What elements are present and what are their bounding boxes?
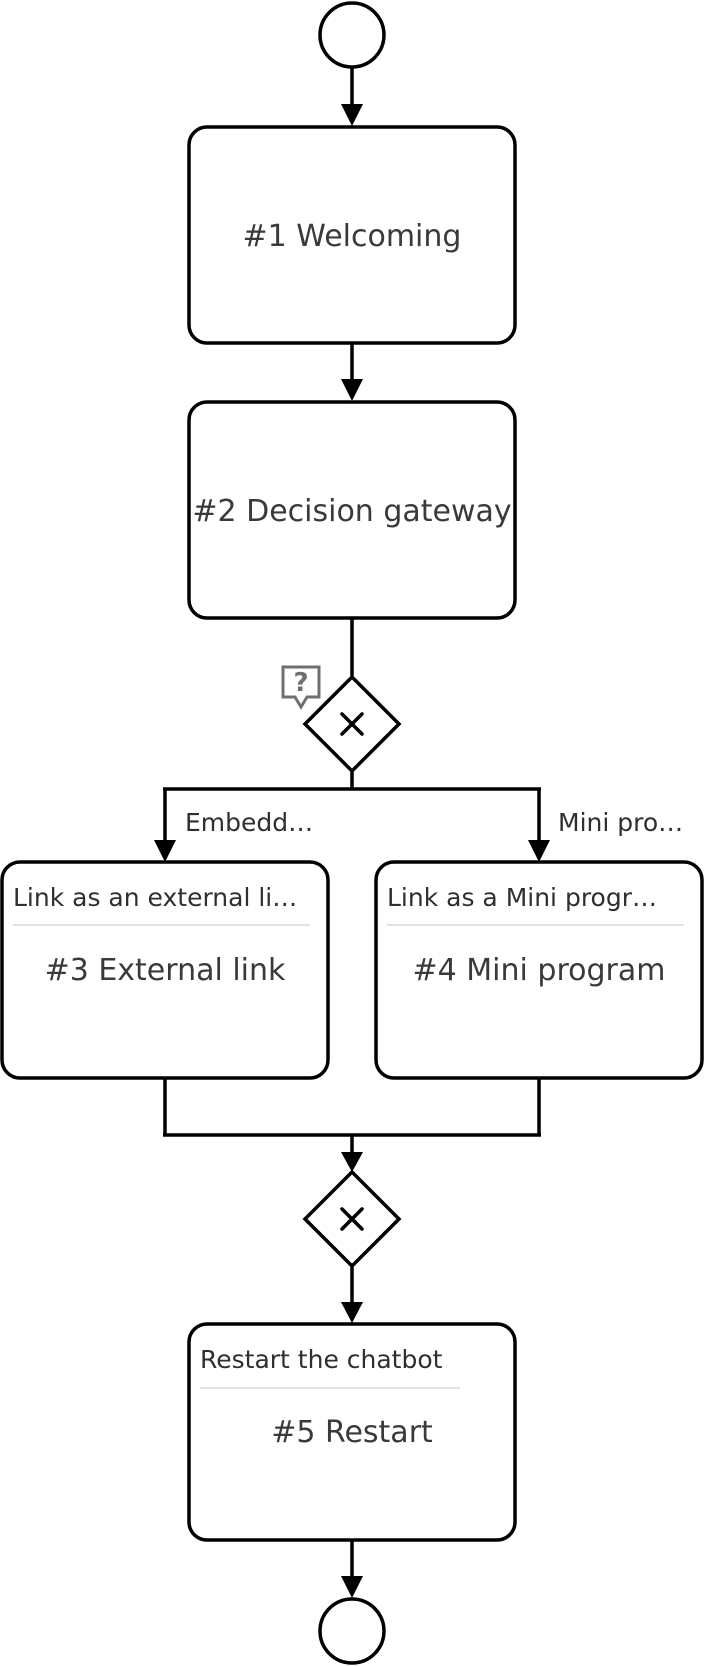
task-subtitle: Link as a Mini progr… [387, 883, 657, 912]
arrowhead [341, 379, 363, 401]
question-bubble-icon[interactable]: ? [281, 665, 321, 710]
task-mini-program[interactable]: Link as a Mini progr… #4 Mini program [374, 860, 704, 1080]
task-welcoming[interactable]: #1 Welcoming [187, 125, 517, 345]
arrowhead [341, 1302, 363, 1323]
question-mark: ? [293, 668, 308, 698]
task-subtitle: Link as an external li… [13, 883, 297, 912]
edge-label-embedded: Embedd… [185, 808, 313, 837]
merge-gateway[interactable] [302, 1169, 402, 1269]
start-event[interactable] [318, 1, 386, 69]
task-title: #4 Mini program [413, 953, 666, 988]
task-decision-gateway[interactable]: #2 Decision gateway [187, 400, 517, 620]
arrowhead [528, 840, 550, 862]
task-restart[interactable]: Restart the chatbot #5 Restart [187, 1322, 517, 1542]
task-title: #2 Decision gateway [192, 494, 511, 529]
task-external-link[interactable]: Link as an external li… #3 External link [0, 860, 330, 1080]
task-title: #5 Restart [271, 1415, 433, 1450]
task-subtitle: Restart the chatbot [200, 1345, 443, 1374]
arrowhead [341, 1152, 363, 1172]
task-title: #1 Welcoming [243, 219, 462, 254]
bubble-frame [281, 665, 321, 710]
arrowhead [341, 104, 363, 126]
arrowhead [154, 840, 176, 862]
exclusive-x-icon [340, 712, 364, 736]
end-event[interactable] [318, 1597, 386, 1665]
edge-label-mini-program: Mini pro… [558, 808, 683, 837]
exclusive-x-icon [340, 1207, 364, 1231]
task-title: #3 External link [45, 953, 286, 988]
arrowhead [341, 1576, 363, 1598]
